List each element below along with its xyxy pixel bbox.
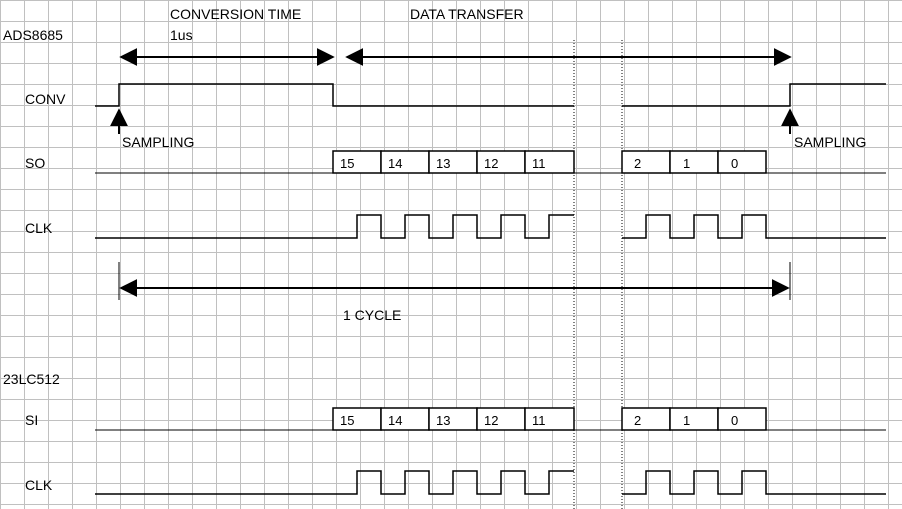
conversion-time-label: CONVERSION TIME — [170, 6, 301, 22]
so-bit-label: 2 — [634, 156, 641, 171]
si-bit-label: 15 — [340, 413, 354, 428]
si-row: 15 14 13 12 11 2 1 0 — [95, 407, 886, 431]
si-bit-box — [669, 407, 719, 431]
sampling-label-end: SAMPLING — [794, 134, 866, 150]
clk-mem-waveform-right — [622, 470, 886, 495]
conv-waveform-right — [622, 83, 886, 107]
so-bit-label: 1 — [683, 156, 690, 171]
so-bit-box — [669, 150, 719, 174]
so-bit-label: 13 — [436, 156, 450, 171]
so-bit-box — [717, 150, 767, 174]
signal-label-conv: CONV — [25, 91, 66, 107]
data-transfer-label: DATA TRANSFER — [410, 6, 524, 22]
so-bit-label: 0 — [731, 156, 738, 171]
conv-waveform-left — [95, 83, 574, 107]
so-bit-label: 12 — [484, 156, 498, 171]
si-bit-box — [717, 407, 767, 431]
si-bit-label: 11 — [532, 413, 546, 428]
sampling-label-start: SAMPLING — [122, 134, 194, 150]
so-bit-label: 15 — [340, 156, 354, 171]
signal-label-si: SI — [25, 412, 38, 428]
si-bit-label: 1 — [683, 413, 690, 428]
signal-label-clk-adc: CLK — [25, 220, 53, 236]
si-bit-label: 14 — [388, 413, 402, 428]
so-bit-label: 11 — [532, 156, 546, 171]
clk-adc-waveform-left — [95, 214, 574, 239]
so-row: 15 14 13 12 11 2 1 0 — [95, 150, 886, 174]
si-bit-label: 12 — [484, 413, 498, 428]
so-bit-box — [524, 150, 575, 174]
cycle-label: 1 CYCLE — [343, 307, 401, 323]
signal-label-so: SO — [25, 155, 45, 171]
clk-adc-waveform-right — [622, 214, 886, 239]
conversion-duration-label: 1us — [170, 27, 193, 43]
clk-mem-waveform-left — [95, 470, 574, 495]
signal-label-clk-mem: CLK — [25, 477, 53, 493]
chip-label-adc: ADS8685 — [3, 27, 63, 43]
si-bit-box — [524, 407, 575, 431]
si-bit-label: 13 — [436, 413, 450, 428]
si-bit-label: 2 — [634, 413, 641, 428]
so-bit-label: 14 — [388, 156, 402, 171]
so-bit-box — [621, 150, 671, 174]
si-bit-box — [621, 407, 671, 431]
si-bit-label: 0 — [731, 413, 738, 428]
chip-label-memory: 23LC512 — [3, 371, 60, 387]
